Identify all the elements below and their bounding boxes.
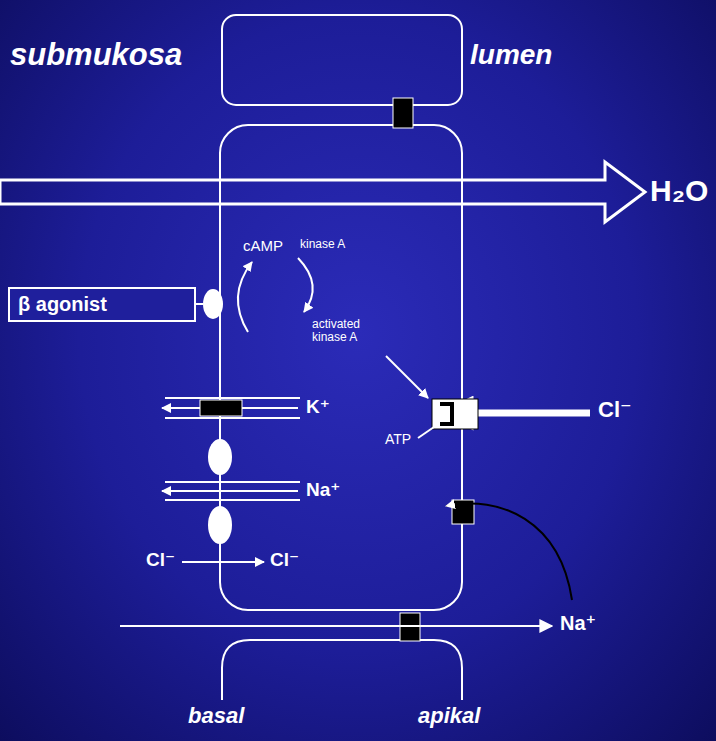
region-label: lumen (470, 40, 552, 71)
enzyme-label: activated kinase A (312, 318, 394, 344)
ion-label: Cl⁻ (146, 550, 175, 571)
cftr-channel (432, 399, 478, 429)
molecule-label: H₂O (650, 174, 708, 207)
messenger-label: cAMP (243, 238, 283, 255)
k-channel (200, 400, 242, 416)
paracellular-arrow (120, 625, 552, 627)
epithelial-cell (220, 125, 462, 610)
ion-label: Cl⁻ (270, 550, 299, 571)
cl-flux (182, 561, 264, 563)
side-label: apikal (418, 704, 480, 728)
pump (208, 439, 232, 475)
na-flux (162, 490, 298, 492)
water-arrow (0, 162, 645, 222)
na-recycle-arrow (446, 504, 572, 600)
ion-label: Cl⁻ (598, 398, 632, 422)
atp-link (418, 427, 434, 438)
molecule-label: ATP (385, 432, 411, 447)
neighbour-cell (222, 15, 462, 105)
cotransporter (208, 506, 232, 544)
region-label: submukosa (10, 38, 182, 72)
neighbour-cell (222, 640, 462, 700)
tight-junction (393, 98, 413, 128)
receptor (203, 289, 223, 319)
cycle-arc (298, 258, 313, 312)
activation-arrow (386, 356, 428, 398)
agonist-box: β agonist (8, 287, 196, 322)
ion-label: Na⁺ (306, 480, 340, 501)
enzyme-label: kinase A (300, 238, 345, 251)
ion-label: K⁺ (306, 397, 330, 418)
receptor-link (196, 303, 203, 305)
side-label: basal (188, 704, 244, 728)
cycle-arc (238, 262, 252, 332)
ion-label: Na⁺ (560, 612, 596, 634)
node-text: β agonist (18, 293, 186, 316)
